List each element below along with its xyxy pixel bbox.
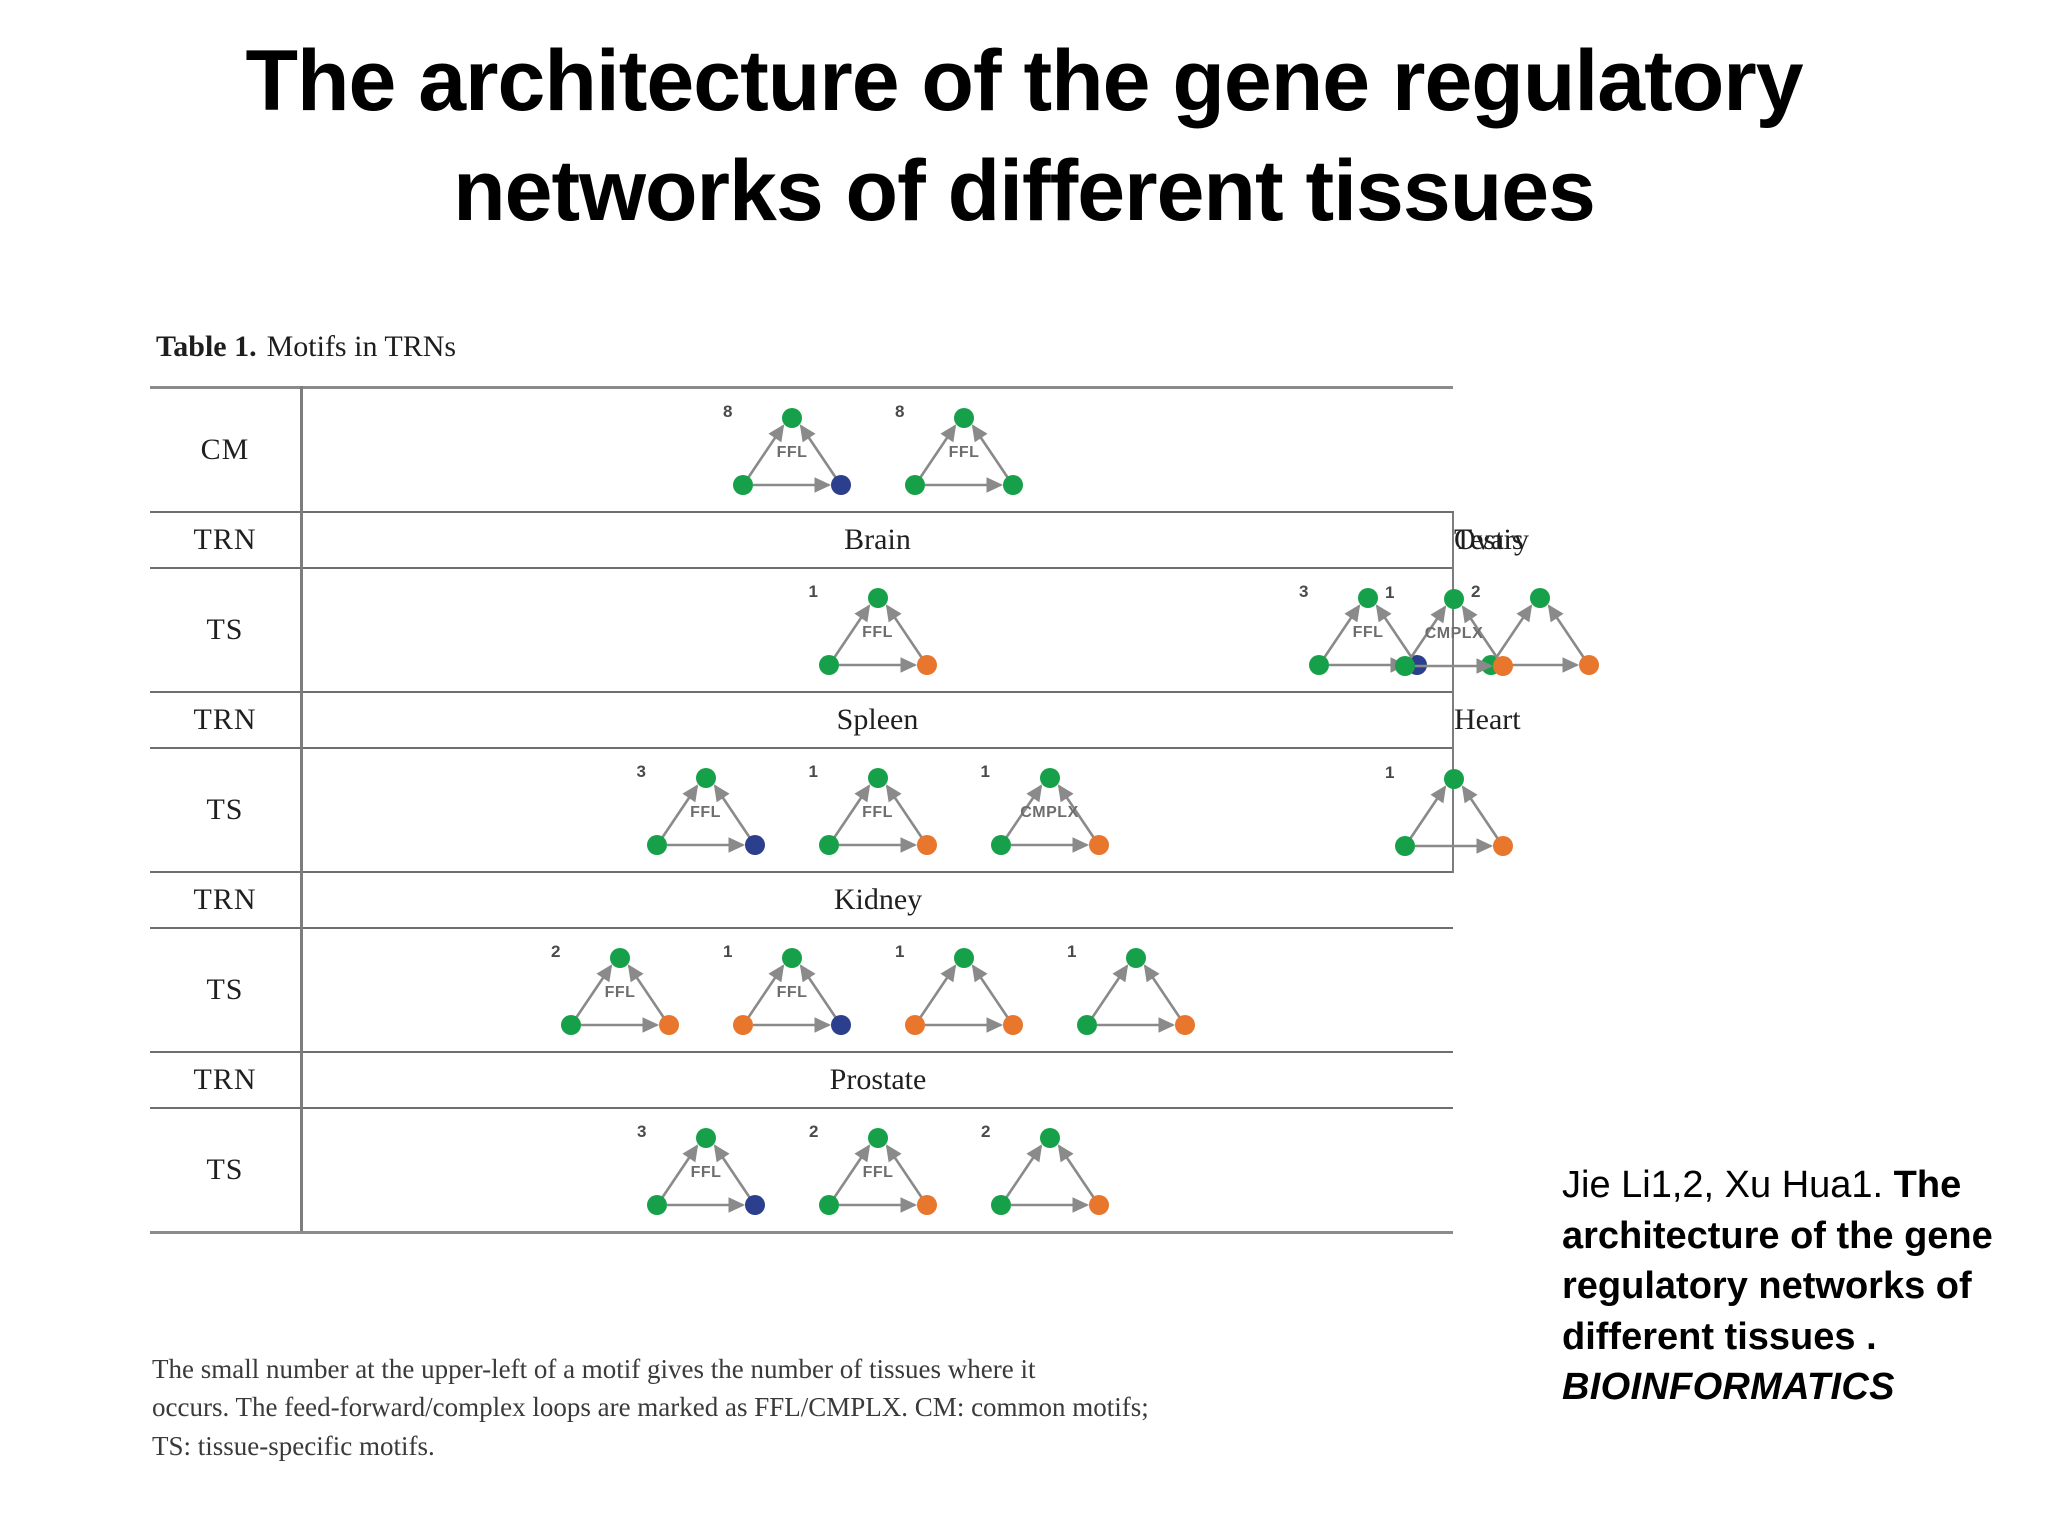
motif-tissue-count: 1 <box>808 582 818 601</box>
row-label-trn: TRN <box>150 1051 303 1108</box>
motif-tissue-count: 2 <box>551 942 561 961</box>
row-label-ts: TS <box>150 747 303 872</box>
motif-loop-type-label: FFL <box>690 804 721 821</box>
table-caption: Table 1. Motifs in TRNs <box>156 330 456 364</box>
table-footnote: The small number at the upper-left of a … <box>152 1350 1452 1465</box>
motif-loop-type-label: FFL <box>862 804 893 821</box>
motif-tissue-count: 3 <box>637 1122 647 1141</box>
motif-tissue-count: 1 <box>1067 942 1077 961</box>
motif-loop-type-label: FFL <box>948 444 980 461</box>
row-label-trn: TRN <box>150 871 303 928</box>
table-footnote-line-3: TS: tissue-specific motifs. <box>152 1430 435 1461</box>
table-caption-text: Motifs in TRNs <box>266 330 457 363</box>
motif-tissue-count: 1 <box>723 942 733 961</box>
row-label-cm: CM <box>150 386 303 512</box>
motif-loop-type-label: FFL <box>862 1164 894 1181</box>
page-title: The architecture of the gene regulatory … <box>0 26 2048 246</box>
motif-loop-type-label: FFL <box>862 624 893 641</box>
motif-tissue-count: 1 <box>1385 582 1395 602</box>
citation-title: The architecture of the gene regulatory … <box>1562 1164 1993 1358</box>
motif-graphic: 2 <box>975 1118 1125 1222</box>
motif-tissue-count: 3 <box>636 762 646 781</box>
page-title-line-1: The architecture of the gene regulatory <box>245 33 1803 129</box>
motif-loop-type-label: CMPLX <box>1020 804 1079 821</box>
motif-tissue-count: 2 <box>1471 582 1481 601</box>
trn-tissue-name: Prostate <box>301 1051 1453 1108</box>
motif-tissue-count: 3 <box>1299 582 1309 601</box>
motif-graphic: 1 <box>1061 938 1211 1042</box>
motif-tissue-count: 2 <box>809 1122 819 1141</box>
row-label-trn: TRN <box>150 511 303 568</box>
motif-loop-type-label: FFL <box>690 1164 722 1181</box>
motif-tissue-count: 2 <box>981 1122 991 1141</box>
citation-authors: Jie Li1,2, Xu Hua1. <box>1562 1164 1894 1206</box>
motif-loop-type-label: FFL <box>604 984 636 1001</box>
table-caption-label: Table 1. <box>156 330 257 363</box>
citation-journal: BIOINFORMATICS <box>1562 1366 1895 1409</box>
motif-tissue-count: 1 <box>895 942 905 961</box>
row-label-ts: TS <box>150 567 303 692</box>
motif-tissue-count: 1 <box>1385 762 1395 782</box>
motif-graphic: 1 <box>889 938 1039 1042</box>
motif-tissue-count: 8 <box>895 402 905 421</box>
motif-tissue-count: 1 <box>980 762 990 781</box>
motif-loop-type-label: FFL <box>776 984 808 1001</box>
motif-tissue-count: 1 <box>808 762 818 781</box>
trn-tissue-name: Spleen <box>301 691 1453 748</box>
row-label-ts: TS <box>150 927 303 1052</box>
row-label-trn: TRN <box>150 691 303 748</box>
trn-tissue-name: Brain <box>301 511 1453 568</box>
citation-block: Jie Li1,2, Xu Hua1. The architecture of … <box>1562 1160 2048 1413</box>
table-footnote-line-2: occurs. The feed-forward/complex loops a… <box>152 1392 1149 1423</box>
motif-loop-type-label: FFL <box>776 444 808 461</box>
motif-tissue-count: 8 <box>723 402 733 421</box>
motif-graphic: 1 <box>1379 759 1529 863</box>
trn-tissue-name: Kidney <box>301 871 1453 928</box>
row-label-ts: TS <box>150 1107 303 1234</box>
page-title-line-2: networks of different tissues <box>453 143 1596 240</box>
table-footnote-line-1: The small number at the upper-left of a … <box>152 1354 1036 1384</box>
motif-loop-type-label: CMPLX <box>1424 624 1484 642</box>
motif-loop-type-label: FFL <box>1352 624 1384 641</box>
